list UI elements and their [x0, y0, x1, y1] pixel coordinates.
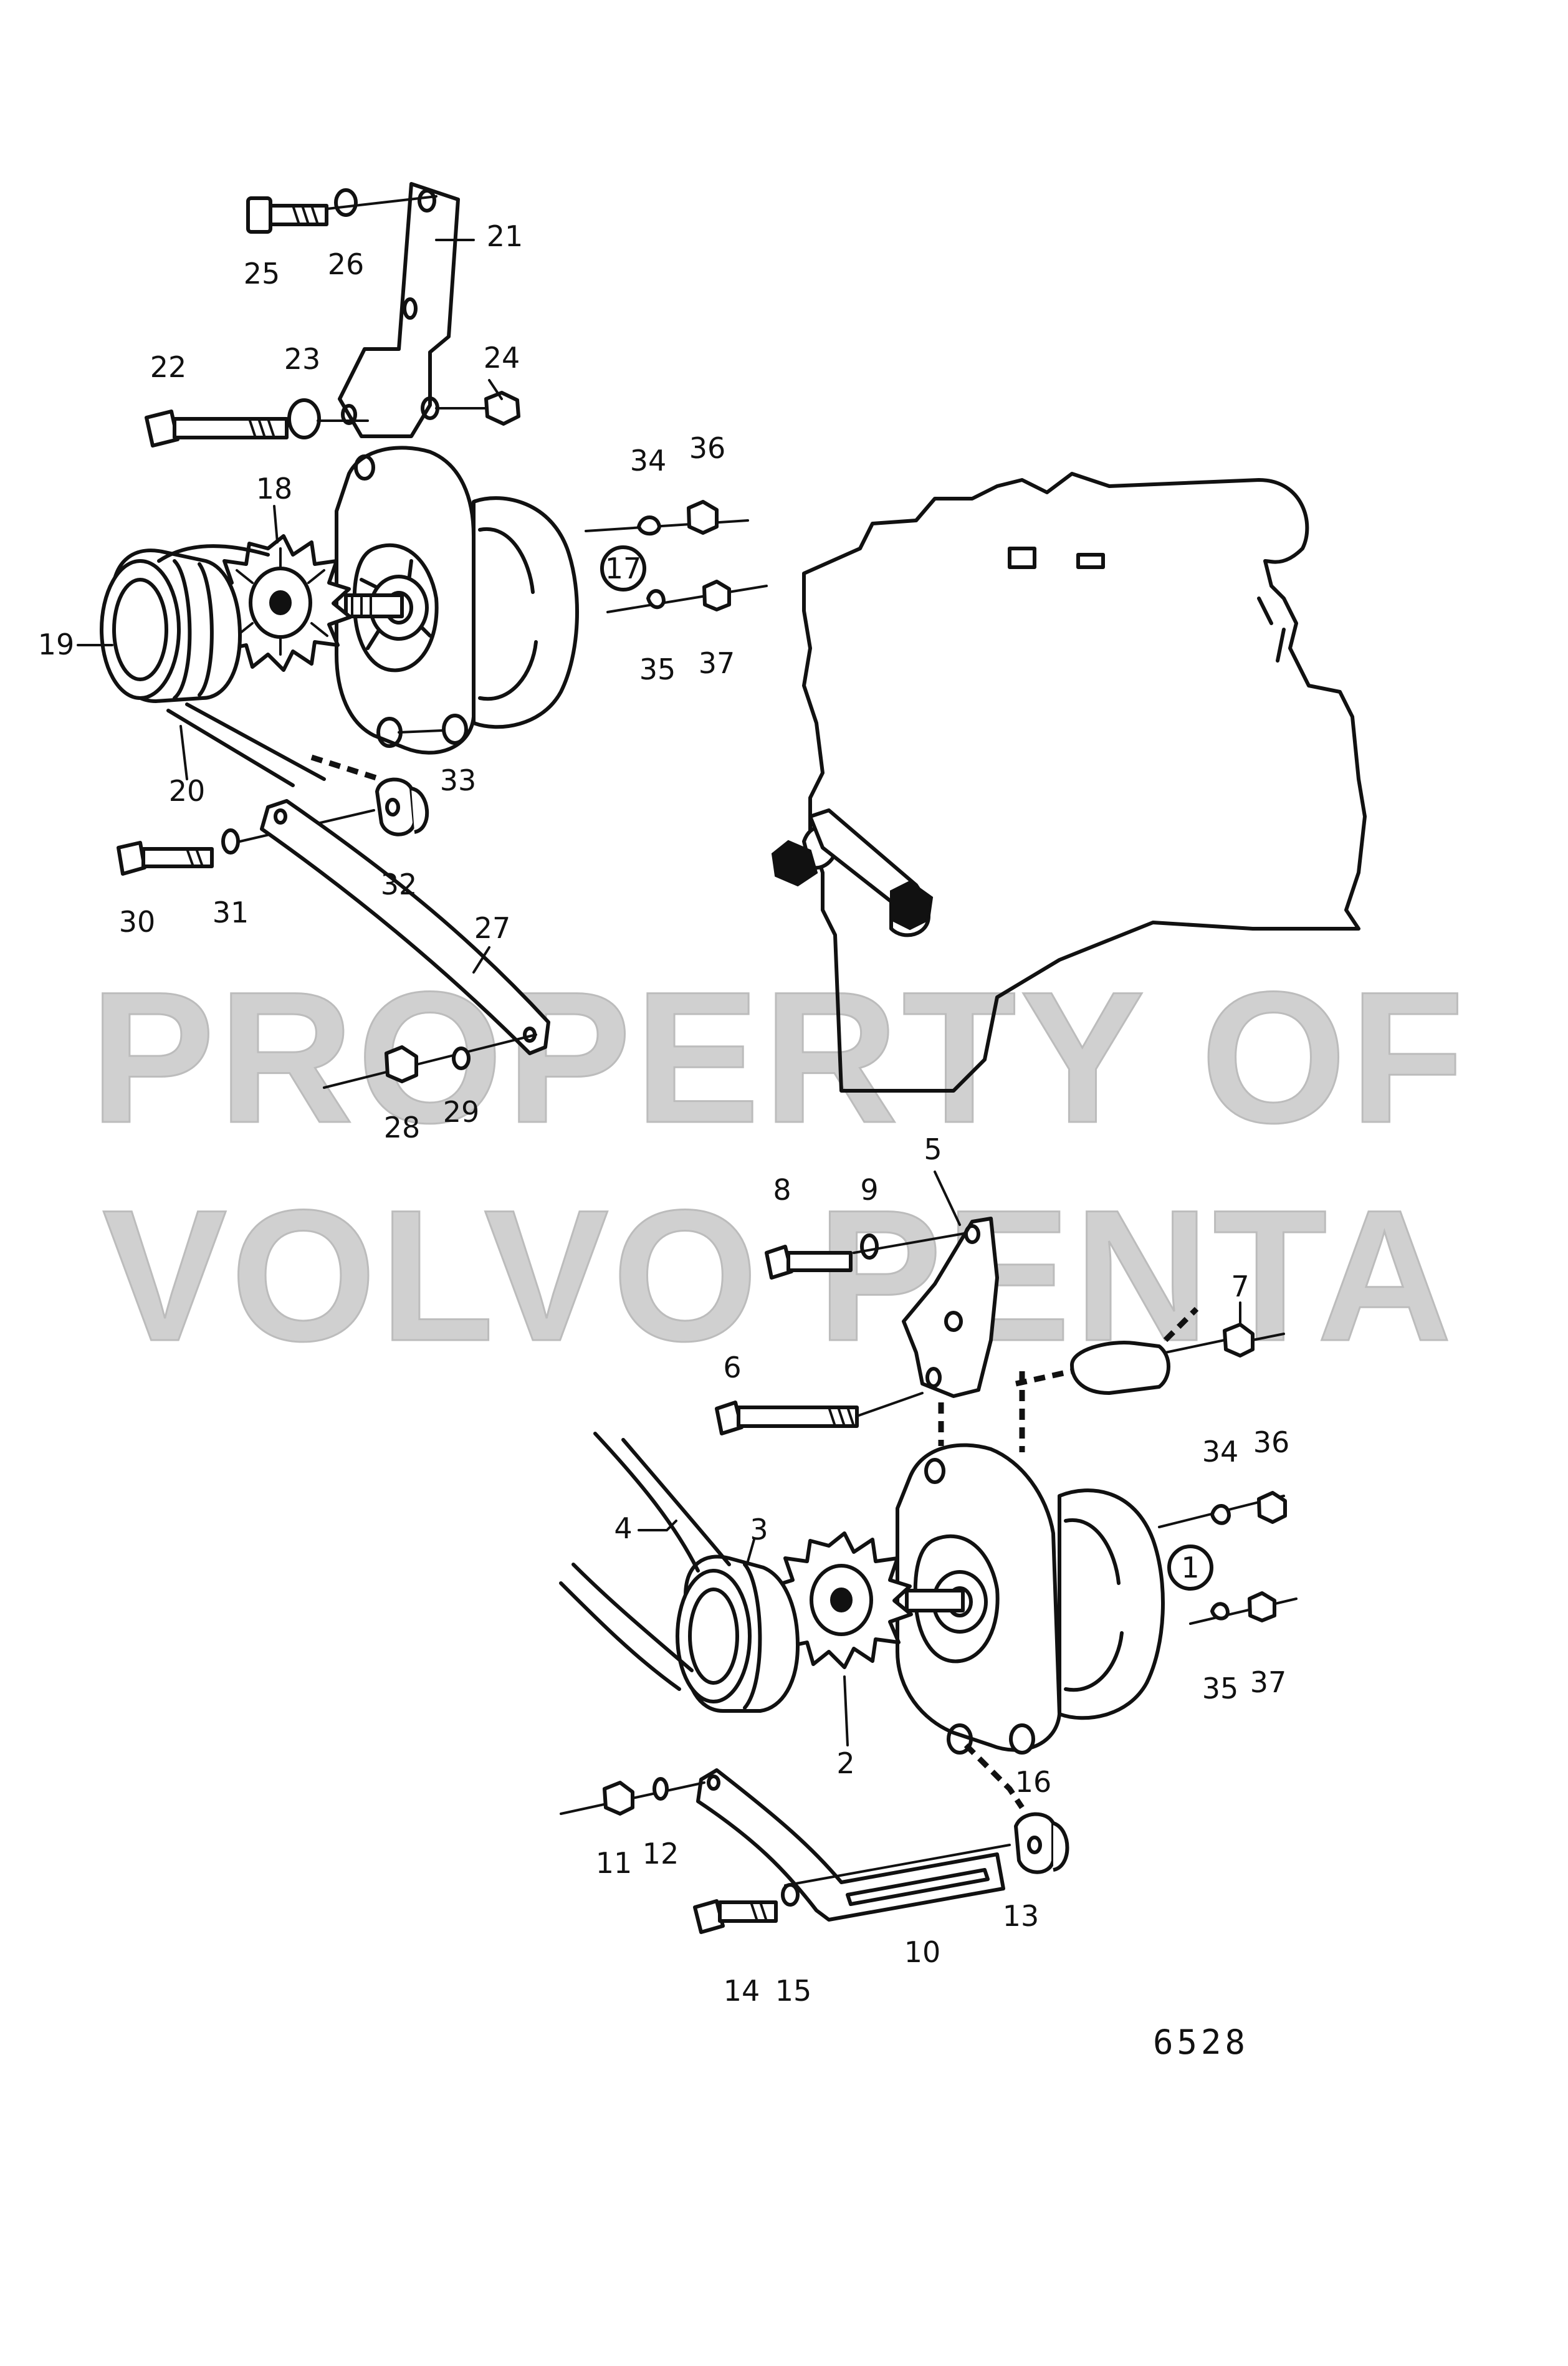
callout-35-lower: 35: [1202, 1672, 1239, 1705]
callout-18: 18: [256, 472, 293, 505]
callout-33: 33: [440, 764, 477, 797]
callout-2: 2: [836, 1746, 854, 1780]
bolt-22: [145, 410, 289, 448]
washer-35-upper: [646, 589, 666, 610]
callout-1: 1: [1181, 1551, 1199, 1584]
washer-15: [781, 1883, 800, 1907]
nut-7: [1223, 1323, 1255, 1358]
bolt-14: [693, 1899, 778, 1934]
washer-31: [221, 828, 240, 855]
clamp-32: [375, 777, 429, 836]
watermark: PROPERTY OF VOLVO PENTA: [89, 952, 1468, 1381]
callout-11: 11: [596, 1846, 633, 1880]
callout-31: 31: [213, 896, 249, 929]
callout-12: 12: [643, 1837, 679, 1870]
callout-26: 26: [328, 247, 365, 281]
washer-26: [334, 188, 358, 217]
washer-9: [860, 1233, 879, 1260]
callout-27: 27: [474, 911, 511, 945]
callout-3: 3: [750, 1513, 768, 1546]
nut-28: [385, 1045, 418, 1083]
callout-16: 16: [1015, 1765, 1052, 1799]
engine-silhouette: [771, 472, 1367, 1093]
bolt-8: [765, 1245, 853, 1280]
washer-12: [653, 1777, 669, 1801]
callouts: 1 2 3 4 5 6 7 8 9 10 11 12 13 14 15 16 1…: [38, 219, 1290, 2008]
nut-36-upper: [687, 500, 719, 535]
callout-15: 15: [775, 1974, 812, 2008]
dashed-guide-bracket: [938, 1371, 1025, 1452]
callout-29: 29: [443, 1095, 480, 1129]
alternator-1: [896, 1443, 1165, 1755]
adjusting-bar-27: [260, 799, 550, 1055]
callout-34-upper: 34: [630, 444, 667, 477]
callout-7: 7: [1231, 1270, 1249, 1303]
dashed-guide-lower: [963, 1743, 1025, 1809]
callout-30: 30: [119, 905, 156, 939]
washer-34-upper: [637, 515, 661, 536]
clamp-13: [1014, 1812, 1069, 1874]
pulley-19: [100, 548, 242, 703]
washer-16: [1009, 1723, 1035, 1755]
dashed-guide-upper: [310, 754, 381, 782]
leader-lines: [77, 239, 1241, 1746]
watermark-line-1: PROPERTY OF: [90, 952, 1468, 1162]
bolt-30: [117, 841, 214, 876]
callout-13: 13: [1003, 1899, 1040, 1933]
callout-37-lower: 37: [1250, 1665, 1287, 1699]
callout-21: 21: [487, 219, 523, 253]
callout-28: 28: [384, 1111, 421, 1144]
bolt-25: [246, 196, 328, 234]
callout-19: 19: [38, 628, 75, 661]
callout-22: 22: [150, 350, 187, 384]
callout-4: 4: [614, 1511, 632, 1545]
callout-23: 23: [284, 342, 321, 376]
spacer-23: [287, 398, 321, 439]
callout-14: 14: [724, 1974, 760, 2008]
washer-29: [452, 1046, 471, 1070]
dashed-guide-spacer: [1015, 1306, 1199, 1387]
nut-11: [603, 1781, 634, 1816]
callout-25: 25: [244, 257, 280, 290]
pulley-3: [676, 1554, 800, 1713]
bracket-21: [338, 182, 460, 438]
callout-1-circle: [1167, 1545, 1213, 1591]
belt-4: [559, 1432, 731, 1691]
callout-10: 10: [904, 1935, 941, 1969]
callout-36-lower: 36: [1253, 1425, 1290, 1459]
washer-33: [442, 714, 468, 745]
callout-20: 20: [169, 774, 206, 808]
nut-37-upper: [702, 580, 731, 611]
callout-9: 9: [860, 1173, 878, 1207]
figure-number: 6528: [1153, 2023, 1249, 2062]
callout-37-upper: 37: [699, 646, 735, 680]
nut-36-lower: [1257, 1491, 1287, 1524]
nut-37-lower: [1248, 1591, 1276, 1622]
callout-6: 6: [723, 1351, 741, 1384]
spacer-lower: [1070, 1341, 1170, 1395]
washer-34-lower: [1210, 1504, 1231, 1525]
callout-8: 8: [773, 1173, 791, 1207]
callout-34-lower: 34: [1202, 1435, 1239, 1468]
belt-20: [157, 544, 326, 787]
callout-36-upper: 36: [689, 431, 726, 465]
callout-17: 17: [605, 552, 642, 585]
callout-32: 32: [381, 868, 418, 901]
callout-35-upper: 35: [639, 653, 676, 686]
washer-35-lower: [1210, 1602, 1230, 1621]
alternator-17: [335, 446, 580, 755]
adjusting-bar-10: [696, 1768, 1005, 1922]
bolt-6: [715, 1401, 859, 1435]
nut-24: [484, 391, 520, 426]
callout-5: 5: [924, 1133, 942, 1166]
bracket-5: [902, 1217, 999, 1398]
callout-24: 24: [484, 341, 520, 375]
callout-17-circle: [600, 545, 646, 592]
